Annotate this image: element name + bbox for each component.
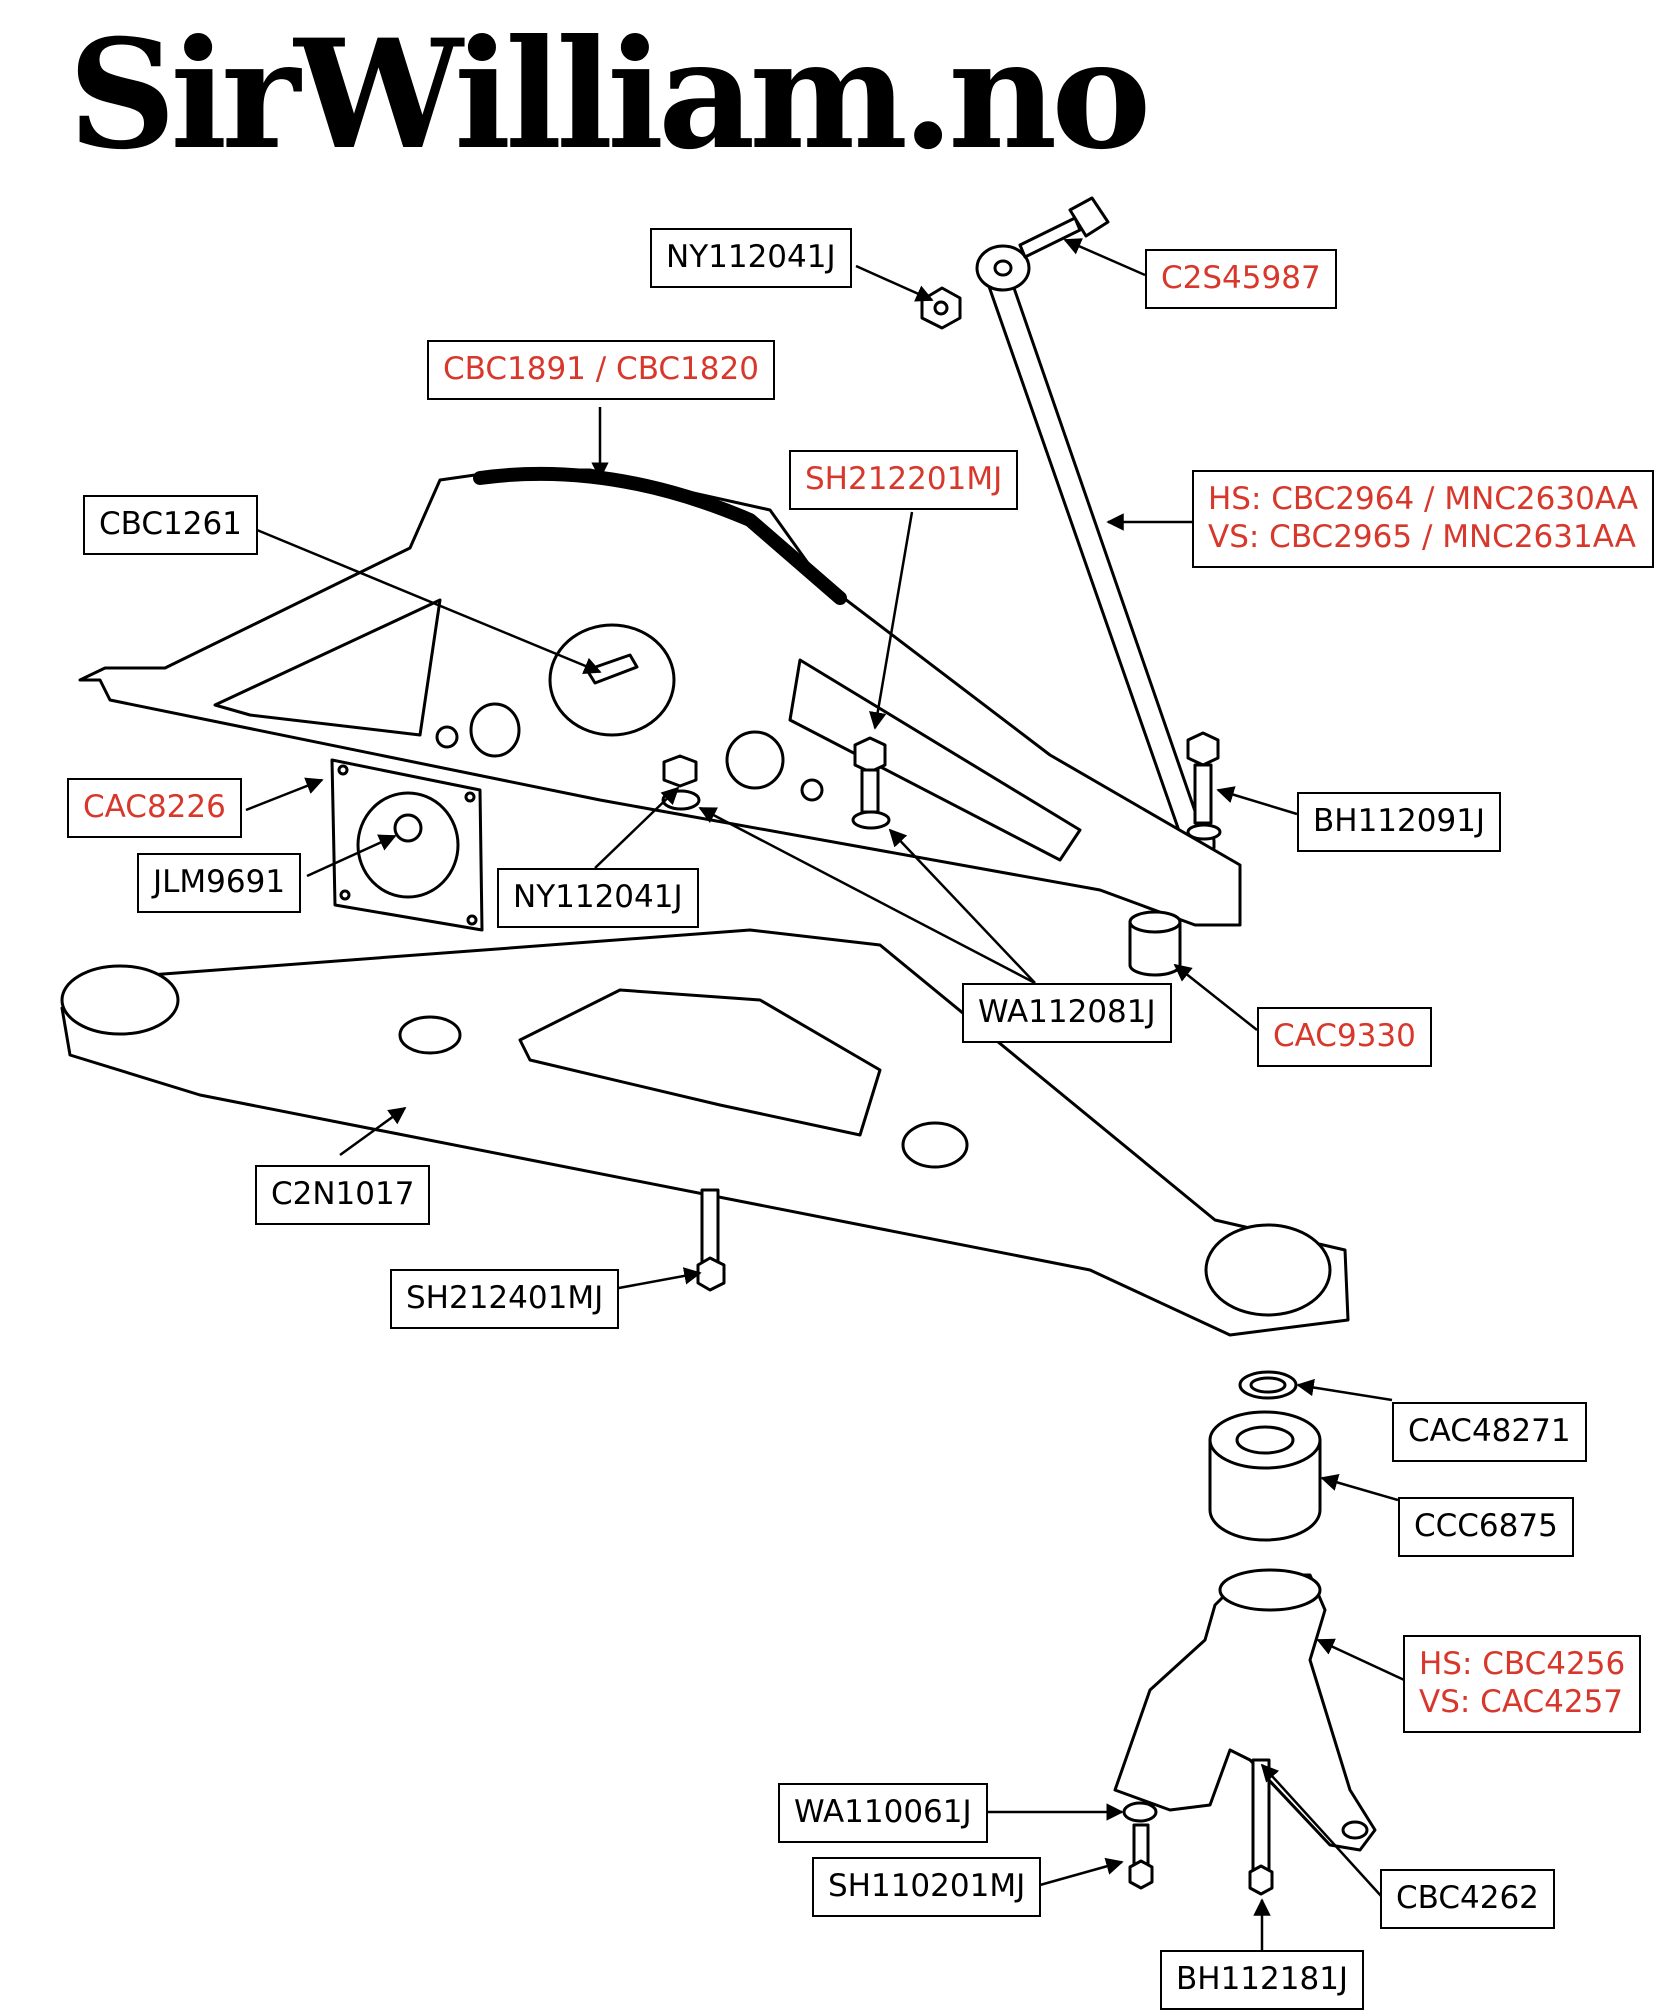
label-bracket-hs: HS: CBC4256 — [1419, 1646, 1626, 1682]
label-tie-rod: HS: CBC2964 / MNC2630AA VS: CBC2965 / MN… — [1192, 470, 1655, 568]
label-cbc1261: CBC1261 — [83, 495, 258, 555]
label-ccc6875: CCC6875 — [1398, 1497, 1574, 1557]
spacer-cac9330 — [1128, 910, 1182, 977]
lower-crossmember-part — [60, 928, 1350, 1337]
label-jlm9691: JLM9691 — [137, 853, 302, 913]
label-sh110201mj: SH110201MJ — [812, 1857, 1042, 1917]
label-ny112041j-mid: NY112041J — [497, 868, 699, 928]
label-wa110061j: WA110061J — [778, 1783, 988, 1843]
bolt-bh112181j — [1248, 1758, 1274, 1896]
label-cac8226: CAC8226 — [67, 778, 242, 838]
mounting-plate-part — [330, 758, 484, 932]
bolt-bh112091j — [1186, 731, 1222, 841]
tie-rod-part — [975, 244, 1216, 855]
label-bh112181j: BH112181J — [1160, 1950, 1365, 2010]
label-tie-rod-hs: HS: CBC2964 / MNC2630AA — [1208, 481, 1639, 517]
bolt-sh212401mj — [696, 1188, 726, 1292]
label-c2s45987: C2S45987 — [1145, 249, 1337, 309]
label-bh112091j: BH112091J — [1297, 792, 1502, 852]
label-cac48271: CAC48271 — [1392, 1402, 1587, 1462]
label-bracket: HS: CBC4256 VS: CAC4257 — [1403, 1635, 1642, 1733]
bolt-sh212201mj — [851, 736, 891, 830]
label-sh212201mj: SH212201MJ — [789, 450, 1019, 510]
label-bracket-vs: VS: CAC4257 — [1419, 1683, 1624, 1720]
label-tie-rod-vs: VS: CBC2965 / MNC2631AA — [1208, 518, 1636, 555]
nut-top — [920, 286, 962, 330]
label-cbc4262: CBC4262 — [1380, 1869, 1555, 1929]
label-wa112081j: WA112081J — [962, 983, 1172, 1043]
brand-logo: SirWilliam.no — [68, 7, 1151, 183]
washer-wa110061j — [1122, 1801, 1158, 1823]
label-ny112041j-top: NY112041J — [650, 228, 852, 288]
label-sh212401mj: SH212401MJ — [390, 1269, 620, 1329]
washer-cac48271 — [1238, 1370, 1298, 1400]
nut-washer-mid — [661, 754, 701, 811]
label-cac9330: CAC9330 — [1257, 1007, 1432, 1067]
label-c2n1017: C2N1017 — [255, 1165, 431, 1225]
mounting-bracket-part — [1113, 1568, 1377, 1852]
bolt-sh110201mj — [1128, 1823, 1154, 1890]
bolt-c2s45987 — [1018, 196, 1110, 259]
bush-ccc6875 — [1208, 1410, 1322, 1542]
label-cbc1891-cbc1820: CBC1891 / CBC1820 — [427, 340, 775, 400]
upper-crossmember-part — [78, 466, 1242, 927]
leader-lines — [245, 238, 1416, 1950]
